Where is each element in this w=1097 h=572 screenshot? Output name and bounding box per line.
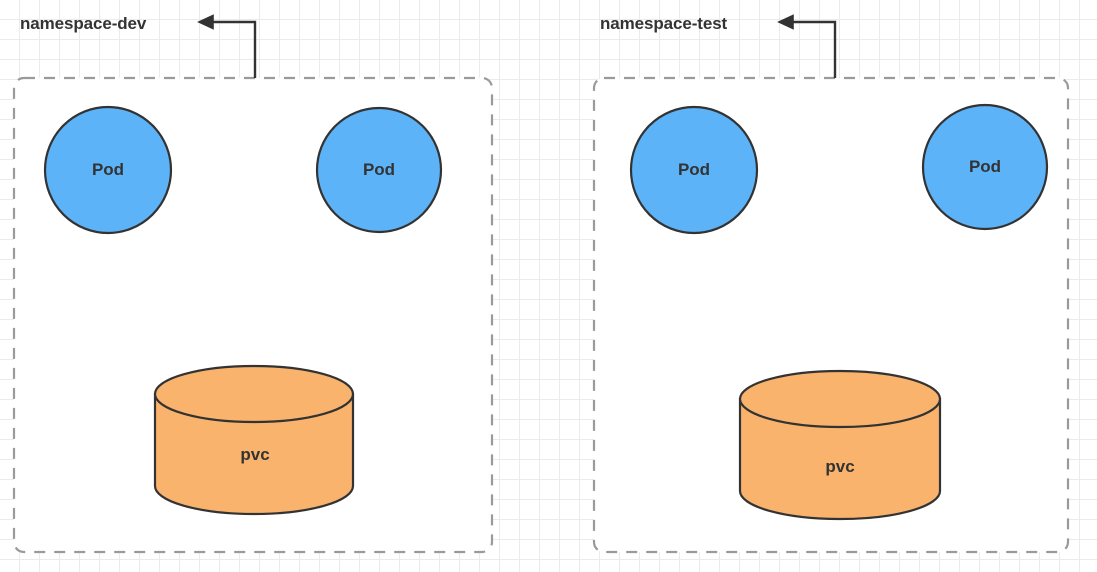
namespace-dev-arrowhead <box>197 14 214 30</box>
namespace-test-connector <box>777 14 837 78</box>
pod-node[interactable] <box>921 103 1049 231</box>
namespace-test-label: namespace-test <box>600 14 728 33</box>
pod-node[interactable] <box>315 106 443 234</box>
namespace-test-group <box>592 14 1070 554</box>
namespace-dev-connector <box>197 14 257 78</box>
pvc-node[interactable] <box>738 369 942 521</box>
pvc-node[interactable] <box>153 364 355 516</box>
namespace-test-arrowhead <box>777 14 794 30</box>
pod-node[interactable] <box>43 105 173 235</box>
namespace-dev-group <box>12 14 494 554</box>
pod-node[interactable] <box>629 105 759 235</box>
namespace-dev-label: namespace-dev <box>20 14 147 33</box>
